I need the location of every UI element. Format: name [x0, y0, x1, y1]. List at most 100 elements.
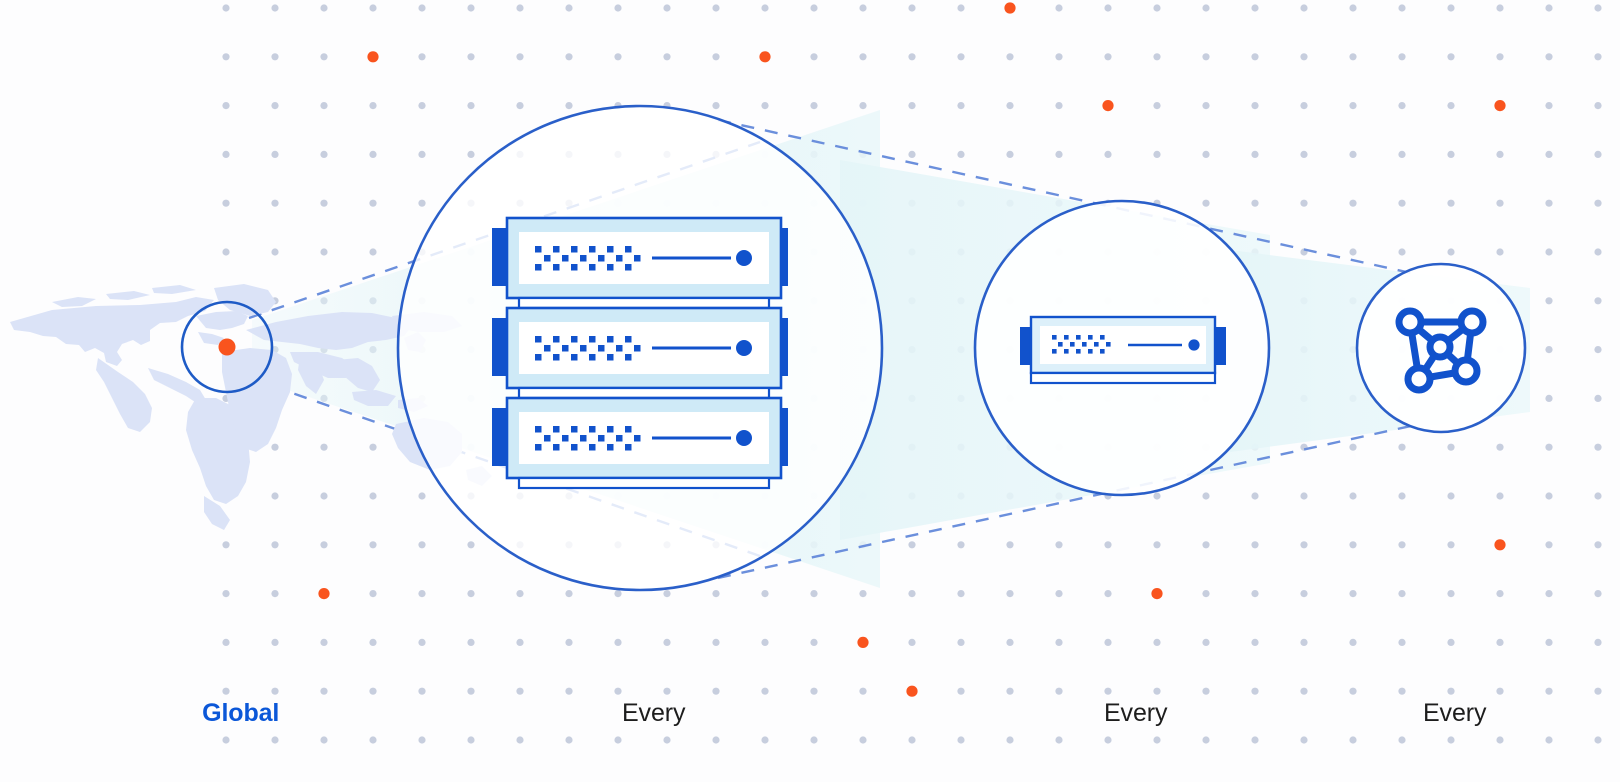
grid-dot — [1251, 638, 1259, 647]
grid-dot — [1447, 590, 1455, 598]
grid-dot — [1545, 443, 1553, 451]
grid-dot — [271, 4, 279, 12]
grid-dot — [565, 4, 573, 12]
grid-dot — [712, 590, 720, 598]
grid-dot — [1251, 199, 1259, 207]
grid-dot — [1104, 541, 1112, 549]
grid-dot — [1594, 297, 1602, 305]
rack-unit-3-status-led — [736, 430, 752, 446]
label-global-network-line1: Global — [202, 699, 280, 727]
grid-dot — [565, 53, 573, 61]
grid-dot — [1104, 53, 1112, 61]
grid-dot — [1300, 687, 1308, 695]
grid-dot — [271, 736, 279, 744]
grid-dot — [1251, 53, 1259, 61]
grid-dot — [565, 638, 573, 647]
grid-dot — [1545, 638, 1553, 647]
grid-dot — [1104, 4, 1112, 12]
grid-dot — [516, 102, 524, 110]
server-rack-icon — [492, 216, 788, 490]
grid-dot — [1398, 541, 1406, 549]
grid-dot — [369, 736, 377, 744]
accent-dot — [1151, 588, 1163, 600]
grid-dot — [467, 590, 475, 598]
grid-dot — [1202, 541, 1210, 549]
accent-dot — [1494, 539, 1506, 551]
grid-dot — [1496, 492, 1504, 500]
grid-dot — [1300, 4, 1308, 12]
grid-dot — [369, 638, 377, 647]
grid-dot — [1496, 248, 1504, 256]
grid-dot — [712, 687, 720, 695]
grid-dot — [1349, 248, 1357, 256]
grid-dot — [908, 638, 916, 647]
grid-dot — [1202, 736, 1210, 744]
grid-dot — [1153, 492, 1161, 500]
grid-dot — [1447, 4, 1455, 12]
grid-dot — [1300, 590, 1308, 598]
grid-dot — [712, 102, 720, 110]
grid-dot — [516, 53, 524, 61]
grid-dot — [271, 638, 279, 647]
grid-dot — [761, 687, 769, 695]
grid-dot — [1545, 687, 1553, 695]
grid-dot — [320, 150, 328, 158]
grid-dot — [418, 736, 426, 744]
rack-unit-2-spacer — [517, 386, 771, 400]
server-status-led — [1188, 339, 1200, 351]
grid-dot — [271, 443, 279, 451]
grid-dot — [1055, 150, 1063, 158]
grid-dot — [418, 687, 426, 695]
grid-dot — [1104, 736, 1112, 744]
grid-dot — [320, 687, 328, 695]
grid-dot — [271, 199, 279, 207]
grid-dot — [761, 590, 769, 598]
grid-dot — [1545, 150, 1553, 158]
grid-dot — [957, 590, 965, 598]
grid-dot — [369, 199, 377, 207]
grid-dot — [908, 53, 916, 61]
grid-dot — [369, 102, 377, 110]
grid-dot — [761, 4, 769, 12]
grid-dot — [1153, 4, 1161, 12]
grid-dot — [1594, 736, 1602, 744]
grid-dot — [320, 199, 328, 207]
grid-dot — [1251, 590, 1259, 598]
grid-dot — [1496, 4, 1504, 12]
grid-dot — [1055, 53, 1063, 61]
grid-dot — [1349, 541, 1357, 549]
grid-dot — [1006, 102, 1014, 110]
grid-dot — [1349, 638, 1357, 647]
grid-dot — [810, 736, 818, 744]
grid-dot — [271, 492, 279, 500]
map-highlight[interactable] — [180, 300, 274, 394]
grid-dot — [1496, 687, 1504, 695]
grid-dot — [1349, 150, 1357, 158]
grid-dot — [663, 53, 671, 61]
rack-unit-2-status-led — [736, 340, 752, 356]
grid-dot — [1055, 4, 1063, 12]
rack-unit-2-face — [519, 322, 769, 374]
accent-dot — [1102, 100, 1114, 112]
accent-dot — [318, 588, 330, 600]
grid-dot — [516, 687, 524, 695]
grid-dot — [222, 4, 230, 12]
grid-dot — [1447, 199, 1455, 207]
grid-dot — [1398, 4, 1406, 12]
grid-dot — [1104, 590, 1112, 598]
accent-dot — [367, 51, 379, 63]
rack-unit-1-vent-dots — [535, 246, 641, 271]
grid-dot — [761, 102, 769, 110]
accent-dot — [1004, 2, 1016, 14]
grid-dot — [1202, 53, 1210, 61]
grid-dot — [1594, 150, 1602, 158]
grid-dot — [614, 590, 622, 598]
grid-dot — [222, 248, 230, 256]
grid-dot — [1055, 687, 1063, 695]
grid-dot — [614, 4, 622, 12]
grid-dot — [1594, 53, 1602, 61]
grid-dot — [957, 541, 965, 549]
grid-dot — [810, 687, 818, 695]
